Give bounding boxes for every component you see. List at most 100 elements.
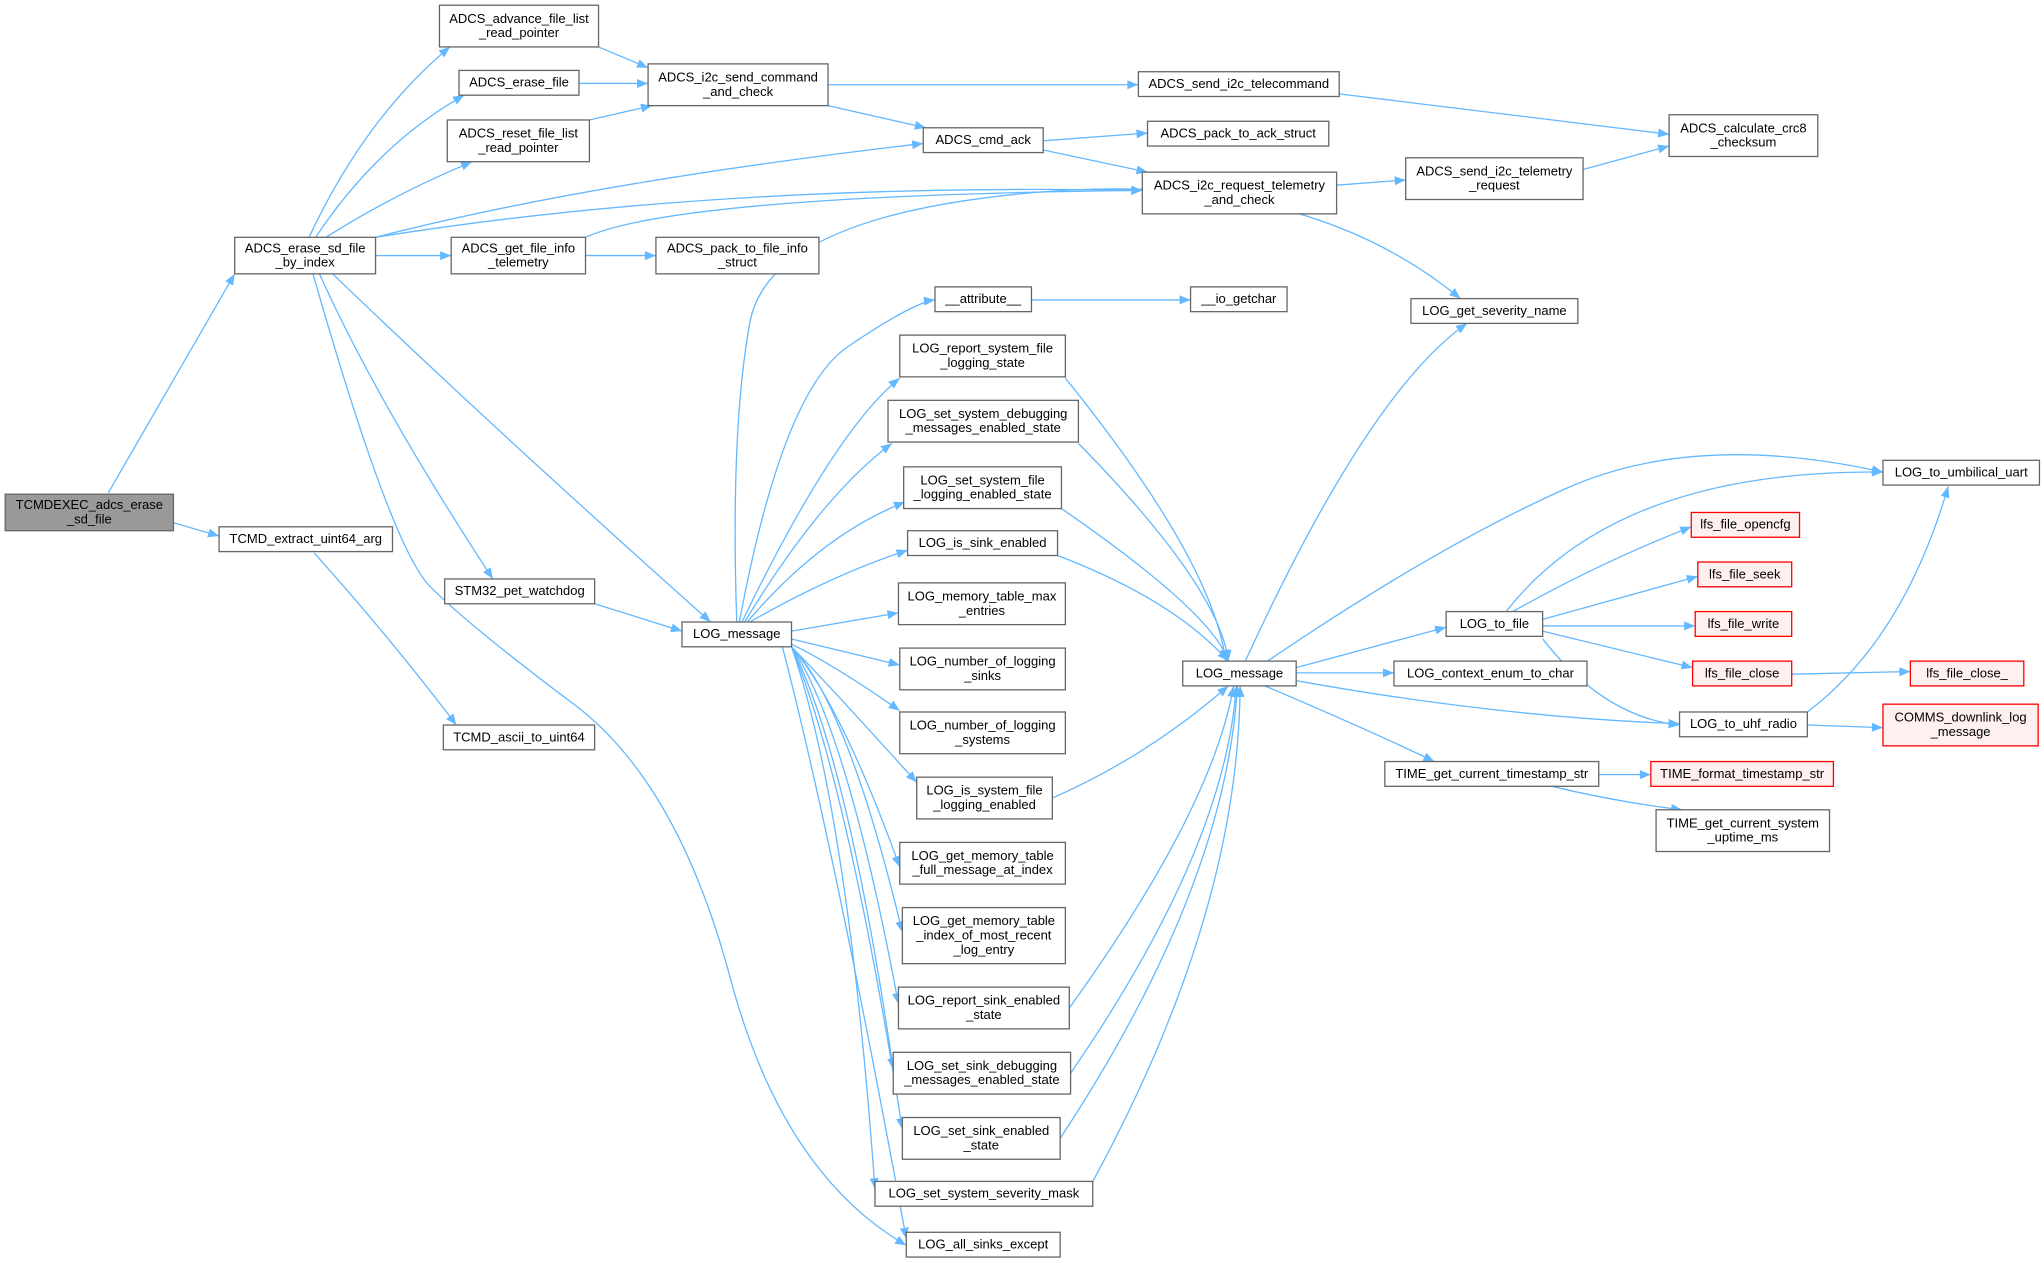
node-all-except[interactable]: LOG_all_sinks_except: [905, 1231, 1061, 1258]
node-log-msg2[interactable]: LOG_message: [1182, 660, 1297, 687]
node-cmd-ack[interactable]: ADCS_cmd_ack: [922, 127, 1044, 154]
node-uhf[interactable]: LOG_to_uhf_radio: [1678, 711, 1808, 738]
node-ascii[interactable]: TCMD_ascii_to_uint64: [442, 724, 596, 751]
node-mem-recent[interactable]: LOG_get_memory_table_index_of_most_recen…: [901, 906, 1067, 965]
node-extract[interactable]: TCMD_extract_uint64_arg: [218, 526, 394, 553]
node-box: [899, 841, 1067, 885]
node-box: [892, 1051, 1072, 1095]
arrowhead-log_msg1-to-num_sinks: [888, 658, 900, 667]
node-set-file[interactable]: LOG_set_system_file_logging_enabled_stat…: [903, 466, 1063, 510]
node-box: [901, 906, 1067, 965]
node-report-sink[interactable]: LOG_report_sink_enabled_state: [897, 986, 1070, 1030]
node-box: [1141, 171, 1338, 215]
node-send-tlm-req[interactable]: ADCS_send_i2c_telemetry_request: [1405, 157, 1584, 201]
edge-to_file-to-opencfg: [1512, 526, 1692, 613]
edge-log_msg1-to-mem_max: [791, 612, 899, 632]
node-seek[interactable]: lfs_file_seek: [1697, 561, 1793, 588]
arrowhead-close-to-close_: [1899, 667, 1911, 677]
arrowhead-log_msg1-to-sev_name: [1449, 288, 1461, 299]
edge-send_cmd-to-cmd_ack: [827, 104, 926, 129]
node-label-line: _state: [963, 1137, 999, 1152]
node-ctx-enum[interactable]: LOG_context_enum_to_char: [1393, 660, 1588, 687]
node-sev-mask[interactable]: LOG_set_system_severity_mask: [874, 1180, 1094, 1207]
node-label-line: ADCS_send_i2c_telemetry: [1416, 163, 1573, 178]
node-box: [1882, 703, 2039, 747]
node-label-line: _telemetry: [487, 255, 549, 270]
node-box: [1690, 511, 1801, 538]
node-label-line: LOG_context_enum_to_char: [1407, 665, 1575, 680]
node-is-sys-file[interactable]: LOG_is_system_file_logging_enabled: [916, 776, 1053, 820]
node-set-sink-en[interactable]: LOG_set_sink_enabled_state: [901, 1116, 1061, 1160]
arrowhead-log_msg1-to-num_sys: [888, 700, 900, 711]
node-root[interactable]: TCMDEXEC_adcs_erase_sd_file: [4, 493, 175, 532]
node-write[interactable]: lfs_file_write: [1694, 610, 1793, 638]
node-fmt-ts[interactable]: TIME_format_timestamp_str: [1650, 760, 1835, 787]
node-umb[interactable]: LOG_to_umbilical_uart: [1882, 459, 2041, 486]
node-box: [446, 119, 591, 163]
node-get-file-info[interactable]: ADCS_get_file_info_telemetry: [450, 236, 587, 275]
node-comms[interactable]: COMMS_downlink_log_message: [1882, 703, 2039, 747]
edge-erase_sd-to-reset: [325, 161, 473, 238]
arrowhead-root-to-extract: [207, 528, 220, 538]
arrowhead-send_tlm_req-to-crc8: [1657, 144, 1670, 154]
node-mem-max[interactable]: LOG_memory_table_max_entries: [897, 582, 1067, 626]
edge-log_msg1-to-mem_recent: [791, 646, 904, 933]
node-uptime[interactable]: TIME_get_current_system_uptime_ms: [1655, 809, 1831, 853]
node-label-line: _message: [1930, 724, 1991, 739]
node-crc8[interactable]: ADCS_calculate_crc8_checksum: [1668, 114, 1819, 158]
node-box: [899, 334, 1067, 378]
edge-stm32-to-log_msg1: [594, 603, 683, 632]
node-label-line: ADCS_pack_to_file_info: [667, 240, 808, 255]
node-set-dbg[interactable]: LOG_set_system_debugging_messages_enable…: [887, 399, 1080, 443]
edge-erase_sd-to-cmd_ack: [375, 142, 924, 238]
arrowhead-log_msg2-to-ctx_enum: [1382, 668, 1394, 678]
node-pack-file[interactable]: ADCS_pack_to_file_info_struct: [655, 236, 820, 275]
node-box: [901, 1116, 1061, 1160]
node-box: [1697, 561, 1793, 588]
node-to-file[interactable]: LOG_to_file: [1445, 610, 1544, 638]
node-label-line: LOG_set_sink_enabled: [913, 1123, 1049, 1138]
node-send-telecmd[interactable]: ADCS_send_i2c_telecommand: [1137, 71, 1340, 98]
node-box: [1909, 660, 2025, 687]
arrowhead-send_telecmd-to-crc8: [1657, 128, 1670, 138]
node-label-line: _index_of_most_recent: [915, 927, 1052, 942]
node-getchar[interactable]: __io_getchar: [1189, 286, 1288, 313]
node-adv[interactable]: ADCS_advance_file_list_read_pointer: [438, 4, 600, 48]
node-label-line: ADCS_i2c_send_command: [658, 69, 818, 84]
node-close[interactable]: lfs_file_close: [1691, 660, 1793, 687]
node-label-line: _request: [1468, 178, 1520, 193]
edge-log_msg2-to-to_file: [1296, 626, 1447, 669]
node-report-file[interactable]: LOG_report_system_file_logging_state: [899, 334, 1067, 378]
arrowhead-to_file-to-opencfg: [1679, 526, 1692, 535]
node-ts-str[interactable]: TIME_get_current_timestamp_str: [1384, 760, 1600, 787]
node-reset[interactable]: ADCS_reset_file_list_read_pointer: [446, 119, 591, 163]
edge-log_msg1-to-is_sink: [749, 549, 908, 623]
node-attr[interactable]: __attribute__: [934, 286, 1033, 313]
node-label-line: ADCS_erase_sd_file: [245, 240, 366, 255]
edge-log_msg2-to-ts_str: [1264, 685, 1435, 763]
node-req-tlm[interactable]: ADCS_i2c_request_telemetry_and_check: [1141, 171, 1338, 215]
node-erase-sd[interactable]: ADCS_erase_sd_file_by_index: [234, 236, 377, 275]
node-num-sinks[interactable]: LOG_number_of_logging_sinks: [899, 647, 1067, 691]
node-label-line: LOG_to_umbilical_uart: [1895, 465, 2028, 480]
node-sev-name[interactable]: LOG_get_severity_name: [1410, 297, 1579, 325]
node-opencfg[interactable]: lfs_file_opencfg: [1690, 511, 1801, 538]
node-send-cmd[interactable]: ADCS_i2c_send_command_and_check: [647, 63, 829, 107]
node-set-sink-dbg[interactable]: LOG_set_sink_debugging_messages_enabled_…: [892, 1051, 1072, 1095]
node-box: [922, 127, 1044, 154]
node-num-sys[interactable]: LOG_number_of_logging_systems: [899, 711, 1067, 755]
node-pack-ack[interactable]: ADCS_pack_to_ack_struct: [1146, 120, 1330, 147]
call-edges: [107, 46, 1950, 1246]
node-erase-file[interactable]: ADCS_erase_file: [458, 69, 580, 96]
node-log-msg1[interactable]: LOG_message: [681, 621, 793, 648]
node-stm32[interactable]: STM32_pet_watchdog: [444, 578, 596, 605]
arrowhead-ts_str-to-fmt_ts: [1639, 770, 1651, 780]
node-box: [1655, 809, 1831, 853]
edge-to_file-to-close: [1542, 630, 1693, 669]
edge-get_file_info-to-req_tlm: [585, 189, 1143, 238]
node-mem-full[interactable]: LOG_get_memory_table_full_message_at_ind…: [899, 841, 1067, 885]
node-is-sink[interactable]: LOG_is_sink_enabled: [906, 530, 1059, 557]
node-close-[interactable]: lfs_file_close_: [1909, 660, 2025, 687]
arrowhead-erase_sd-to-reset: [460, 161, 473, 171]
